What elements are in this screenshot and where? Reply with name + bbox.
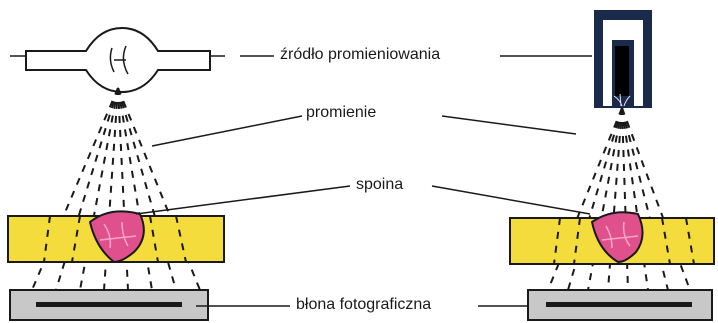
rays-label: promienie	[304, 104, 379, 122]
right-film	[527, 289, 713, 321]
left-weld	[88, 210, 145, 264]
right-weld	[590, 211, 644, 264]
isotope-capsule-icon	[594, 10, 652, 108]
x-ray-tube-icon	[10, 26, 225, 94]
film-label: błona fotograficzna	[294, 296, 434, 314]
source-label: źródło promieniowania	[278, 46, 443, 64]
right-setup	[509, 10, 715, 321]
weld-label: spoina	[354, 176, 406, 194]
leader-lines	[135, 55, 592, 307]
left-setup	[7, 26, 225, 321]
left-film	[9, 289, 209, 321]
